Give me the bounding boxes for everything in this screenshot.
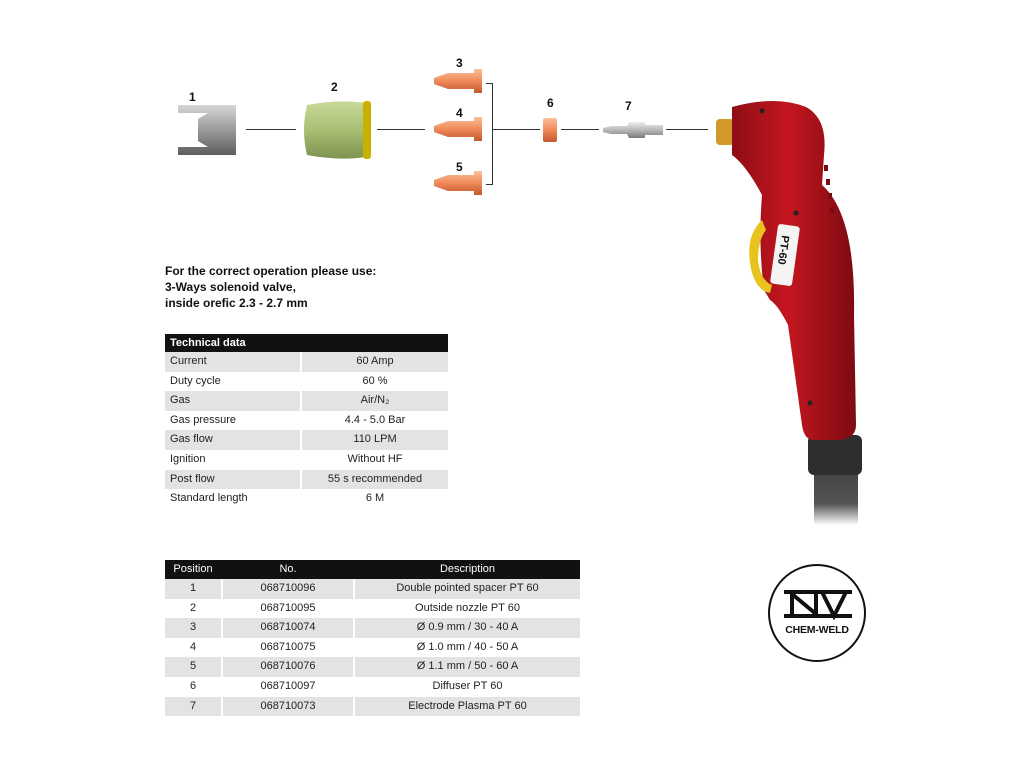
cell-no: 068710095	[260, 601, 316, 614]
table-row: Duty cycle 60 %	[165, 372, 448, 392]
tech-label: Duty cycle	[170, 374, 221, 387]
tech-value: 110 LPM	[302, 430, 448, 450]
tech-label: Post flow	[165, 469, 300, 490]
connector-line	[666, 129, 708, 130]
header-no: No.	[279, 563, 297, 575]
tech-label: Gas flow	[165, 430, 300, 450]
cell-description: Ø 1.1 mm / 50 - 60 A	[355, 657, 580, 677]
part-label-5: 5	[456, 160, 463, 174]
cell-description: Ø 1.0 mm / 40 - 50 A	[416, 640, 519, 653]
tech-value: Air/N₂	[302, 391, 448, 411]
part-label-2: 2	[331, 80, 338, 94]
table-row: Standard length 6 M	[165, 489, 448, 509]
operation-note: For the correct operation please use: 3-…	[165, 263, 376, 311]
note-line-1: For the correct operation please use:	[165, 264, 377, 278]
tech-value: 6 M	[365, 492, 385, 505]
bracket	[486, 83, 493, 185]
cell-no: 068710074	[223, 618, 353, 638]
connector-line	[377, 129, 425, 130]
table-row: Gas pressure 4.4 - 5.0 Bar	[165, 411, 448, 431]
tech-label: Ignition	[170, 452, 206, 465]
tech-value: 60 %	[362, 374, 388, 387]
cell-description: Outside nozzle PT 60	[415, 601, 520, 614]
cell-no: 068710076	[223, 657, 353, 677]
cell-no: 068710073	[223, 696, 353, 717]
table-row: 7 068710073 Electrode Plasma PT 60	[165, 696, 580, 717]
technical-data-title: Technical data	[165, 334, 448, 352]
tip-part-3	[434, 69, 482, 93]
tech-label: Gas pressure	[170, 413, 237, 426]
cell-no: 068710075	[260, 640, 316, 653]
chem-weld-logo: CHEM-WELD	[768, 564, 866, 662]
table-row: 4 068710075 Ø 1.0 mm / 40 - 50 A	[165, 638, 580, 658]
part-label-7: 7	[625, 99, 632, 113]
nozzle-part-2	[304, 101, 371, 159]
spacer-part-1	[178, 105, 236, 155]
cell-position: 6	[189, 679, 197, 692]
table-row: 6 068710097 Diffuser PT 60	[165, 677, 580, 697]
table-row: Post flow 55 s recommended	[165, 469, 448, 490]
parts-table-header: Position No. Description	[165, 560, 580, 579]
connector-line	[492, 129, 540, 130]
cell-position: 1	[165, 579, 221, 599]
cell-description: Double pointed spacer PT 60	[355, 579, 580, 599]
cell-position: 5	[165, 657, 221, 677]
table-row: Current 60 Amp	[165, 352, 448, 372]
part-label-3: 3	[456, 56, 463, 70]
tech-value: 4.4 - 5.0 Bar	[344, 413, 406, 426]
tech-value: 55 s recommended	[302, 469, 448, 490]
diffuser-part-6	[543, 118, 557, 142]
technical-data-table: Technical data Current 60 Amp Duty cycle…	[165, 334, 448, 509]
model-label: PT-60	[775, 235, 791, 266]
note-line-2: 3-Ways solenoid valve,	[165, 280, 296, 294]
tip-part-4	[434, 117, 482, 141]
header-position: Position	[173, 563, 213, 575]
table-row: Ignition Without HF	[165, 450, 448, 470]
cell-description: Diffuser PT 60	[432, 679, 503, 692]
cell-position: 7	[165, 696, 221, 717]
cell-no: 068710097	[260, 679, 316, 692]
tech-label: Gas	[165, 391, 300, 411]
cell-description: Ø 0.9 mm / 30 - 40 A	[355, 618, 580, 638]
parts-table: Position No. Description 1 068710096 Dou…	[165, 560, 580, 717]
note-line-3: inside orefic 2.3 - 2.7 mm	[165, 296, 308, 310]
trigger	[749, 220, 772, 293]
tech-label: Standard length	[170, 492, 248, 505]
logo-text: CHEM-WELD	[785, 624, 849, 636]
tech-label: Current	[165, 352, 300, 372]
header-description: Description	[439, 563, 496, 575]
logo-emblem-icon	[784, 590, 852, 620]
model-plate	[770, 224, 800, 286]
connector-line	[561, 129, 599, 130]
cell-position: 3	[165, 618, 221, 638]
cable-boot	[808, 435, 862, 475]
plasma-torch: PT-60	[716, 101, 862, 525]
part-label-4: 4	[456, 106, 463, 120]
cell-position: 4	[189, 640, 197, 653]
table-row: 5 068710076 Ø 1.1 mm / 50 - 60 A	[165, 657, 580, 677]
torch-collar	[716, 119, 734, 145]
table-row: 2 068710095 Outside nozzle PT 60	[165, 599, 580, 619]
table-row: Gas Air/N₂	[165, 391, 448, 411]
tip-part-5	[434, 171, 482, 195]
part-label-6: 6	[547, 96, 554, 110]
electrode-part-7	[603, 122, 663, 138]
cell-description: Electrode Plasma PT 60	[355, 696, 580, 717]
table-row: Gas flow 110 LPM	[165, 430, 448, 450]
tech-value: 60 Amp	[302, 352, 448, 372]
part-label-1: 1	[189, 90, 196, 104]
cell-position: 2	[189, 601, 197, 614]
connector-line	[246, 129, 296, 130]
table-row: 3 068710074 Ø 0.9 mm / 30 - 40 A	[165, 618, 580, 638]
tech-value: Without HF	[347, 452, 403, 465]
table-row: 1 068710096 Double pointed spacer PT 60	[165, 579, 580, 599]
cell-no: 068710096	[223, 579, 353, 599]
